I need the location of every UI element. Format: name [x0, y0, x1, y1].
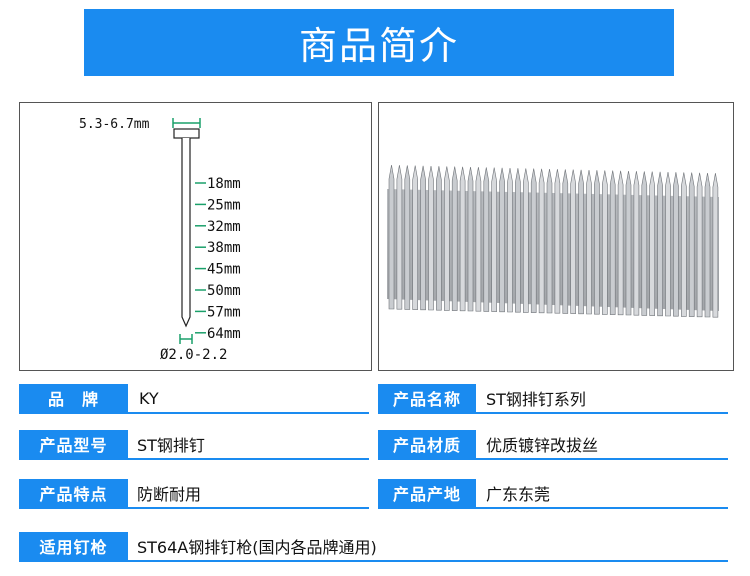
strip-nail: [704, 172, 711, 318]
strip-nail: [428, 165, 434, 311]
strip-nail: [475, 167, 482, 312]
strip-nail: [562, 169, 569, 314]
strip-nail: [412, 165, 418, 310]
strip-nail: [673, 172, 679, 317]
model-value: ST钢排钉: [137, 436, 205, 455]
brand-value: KY: [139, 388, 159, 408]
length-label: 50mm: [207, 283, 241, 299]
strip-nail: [491, 167, 497, 312]
features-label: 产品特点: [19, 479, 128, 507]
strip-nail: [688, 172, 695, 317]
length-label: 64mm: [207, 326, 241, 342]
strip-nail: [523, 168, 529, 313]
strip-nail: [641, 171, 648, 316]
strip-nail: [388, 164, 395, 310]
length-ticks: 18mm 25mm 32mm 38mm 45mm 50mm 57mm 64mm: [195, 176, 241, 342]
strip-nail: [649, 171, 655, 316]
features-value: 防断耐用: [137, 485, 202, 504]
strip-nail: [444, 166, 450, 311]
spec-row-product-name: 产品名称 ST钢排钉系列: [378, 384, 728, 414]
strip-nail: [681, 172, 687, 317]
strip-nail: [396, 165, 403, 310]
nail-shank: [181, 138, 191, 328]
strip-nail: [657, 171, 663, 317]
spec-row-features: 产品特点 防断耐用: [19, 479, 369, 509]
page-title: 商品简介: [298, 24, 459, 68]
strip-nail: [602, 170, 608, 315]
model-label: 产品型号: [19, 430, 128, 458]
spec-row-material: 产品材质 优质镀锌改拔丝: [378, 430, 728, 460]
strip-nail: [625, 170, 632, 316]
length-label: 45mm: [207, 262, 241, 278]
strip-nail: [570, 169, 576, 314]
product-name-value: ST钢排钉系列: [486, 390, 586, 409]
strip-nail: [617, 170, 624, 316]
length-label: 57mm: [207, 304, 241, 320]
brand-label: 品 牌: [19, 384, 128, 412]
strip-nail: [712, 173, 719, 318]
origin-label: 产品产地: [378, 479, 476, 507]
nail-dimension-diagram: 5.3-6.7mm 18mm 25mm 32mm 38mm 45mm 50mm 57mm 64…: [19, 102, 372, 371]
spec-row-origin: 产品产地 广东东莞: [378, 479, 728, 509]
material-value: 优质镀锌改拔丝: [486, 436, 599, 455]
strip-nail: [451, 166, 458, 311]
strip-nail: [515, 168, 521, 313]
strip-nail: [499, 167, 505, 313]
spec-row-model: 产品型号 ST钢排钉: [19, 430, 369, 460]
nail-head: [173, 128, 200, 139]
strip-nail: [546, 168, 553, 314]
product-name-label: 产品名称: [378, 384, 476, 412]
strip-nail: [530, 168, 537, 313]
diameter-label: Ø2.0-2.2: [160, 347, 227, 363]
strip-nail: [404, 165, 411, 310]
strip-nail: [420, 165, 426, 311]
length-label: 25mm: [207, 197, 241, 213]
strip-nail: [467, 166, 474, 312]
spec-row-brand: 品 牌 KY: [19, 384, 369, 414]
strip-nail: [578, 169, 584, 315]
length-label: 18mm: [207, 176, 241, 192]
strip-nail: [507, 167, 513, 313]
applicable-gun-label: 适用钉枪: [19, 532, 128, 560]
nail-drawing: 5.3-6.7mm 18mm 25mm 32mm 38mm 45mm 50mm 57mm 64…: [79, 117, 241, 363]
length-label: 32mm: [207, 219, 241, 235]
strip-nail: [459, 166, 466, 312]
length-label: 38mm: [207, 240, 241, 256]
strip-nail: [586, 169, 592, 315]
strip-nail: [436, 166, 442, 311]
strip-nail: [609, 170, 616, 315]
strip-nails: [388, 164, 719, 318]
page-title-banner: 商品简介: [84, 9, 674, 76]
strip-nail: [594, 170, 600, 315]
strip-nail: [633, 171, 640, 316]
strip-nail: [554, 169, 561, 314]
origin-value: 广东东莞: [486, 485, 551, 504]
strip-nail: [665, 171, 671, 317]
product-photo: [378, 102, 734, 371]
spec-row-applicable-gun: 适用钉枪 ST64A钢排钉枪(国内各品牌通用): [19, 532, 728, 562]
applicable-gun-value: ST64A钢排钉枪(国内各品牌通用): [137, 538, 377, 557]
strip-nail: [538, 168, 545, 314]
nail-strip-image: [387, 164, 719, 318]
strip-nail: [696, 172, 703, 318]
strip-nail: [483, 167, 490, 312]
head-width-label: 5.3-6.7mm: [79, 117, 150, 132]
material-label: 产品材质: [378, 430, 476, 458]
